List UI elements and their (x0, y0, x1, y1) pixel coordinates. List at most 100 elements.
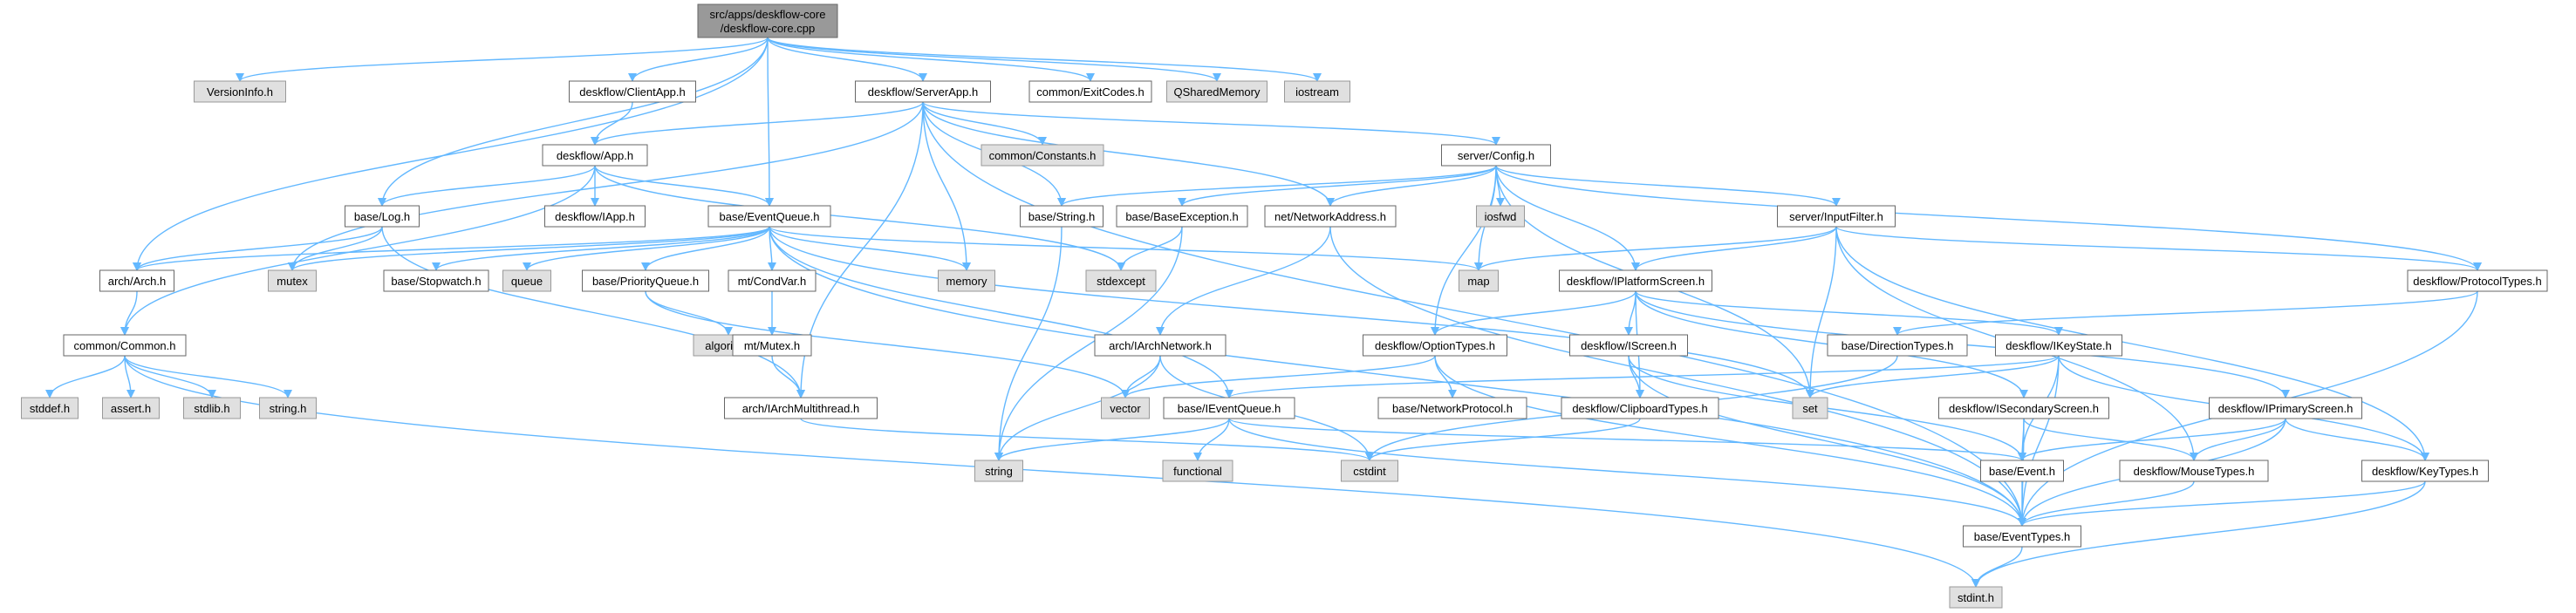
node-ikeystate-box (1995, 334, 2122, 357)
node-iosfwd[interactable]: iosfwd (1476, 205, 1525, 228)
node-functional[interactable]: functional (1162, 460, 1233, 482)
node-versioninfo[interactable]: VersionInfo.h (194, 80, 286, 103)
node-root[interactable]: src/apps/deskflow-core/deskflow-core.cpp (697, 3, 838, 38)
node-mtmutex-label: mt/Mutex.h (744, 339, 800, 352)
node-mutex[interactable]: mutex (268, 269, 317, 292)
node-string-label: string (985, 465, 1013, 478)
node-isecondaryscreen[interactable]: deskflow/ISecondaryScreen.h (1938, 397, 2109, 419)
edge-config-to-baseexception (1178, 165, 1497, 207)
edge-optiontypes-to-vector (1121, 355, 1436, 398)
node-string_h[interactable]: base/String.h (1020, 205, 1104, 228)
node-set[interactable]: set (1792, 397, 1828, 419)
node-ikeystate[interactable]: deskflow/IKeyState.h (1995, 334, 2122, 357)
node-stopwatch-box (383, 269, 489, 292)
node-ieventqueue[interactable]: base/IEventQueue.h (1163, 397, 1295, 419)
node-iapp[interactable]: deskflow/IApp.h (544, 205, 646, 228)
node-iostream[interactable]: iostream (1284, 80, 1350, 103)
node-priorityqueue-label: base/PriorityQueue.h (592, 275, 699, 288)
edge-config-to-inputfilter (1495, 165, 1841, 207)
node-iosfwd-label: iosfwd (1485, 210, 1517, 223)
node-networkaddress-box (1264, 205, 1397, 228)
node-iprimaryscreen-box (2209, 397, 2362, 419)
node-iscreen[interactable]: deskflow/IScreen.h (1569, 334, 1688, 357)
node-common[interactable]: common/Common.h (63, 334, 187, 357)
node-qsharedmemory[interactable]: QSharedMemory (1166, 80, 1268, 103)
node-vector[interactable]: vector (1101, 397, 1150, 419)
node-stringh-label: string.h (270, 402, 307, 415)
node-app[interactable]: deskflow/App.h (542, 144, 648, 167)
node-event-box (1980, 460, 2064, 482)
edge-mtmutex-to-iarchmultithread (771, 355, 805, 398)
node-assert[interactable]: assert.h (102, 397, 160, 419)
node-stdlib[interactable]: stdlib.h (183, 397, 241, 419)
edge-common-to-stdlib (124, 355, 216, 398)
node-serverapp[interactable]: deskflow/ServerApp.h (855, 80, 991, 103)
edge-iarchmultithread-to-cstdint (800, 418, 1374, 461)
node-networkaddress[interactable]: net/NetworkAddress.h (1264, 205, 1397, 228)
node-config[interactable]: server/Config.h (1441, 144, 1551, 167)
node-networkprotocol[interactable]: base/NetworkProtocol.h (1377, 397, 1527, 419)
node-directiontypes[interactable]: base/DirectionTypes.h (1827, 334, 1968, 357)
node-constants[interactable]: common/Constants.h (981, 144, 1104, 167)
node-iostream-box (1284, 80, 1350, 103)
node-priorityqueue[interactable]: base/PriorityQueue.h (582, 269, 709, 292)
node-stdlib-label: stdlib.h (194, 402, 229, 415)
node-map[interactable]: map (1459, 269, 1499, 292)
node-stopwatch[interactable]: base/Stopwatch.h (383, 269, 489, 292)
node-log[interactable]: base/Log.h (345, 205, 420, 228)
node-log-label: base/Log.h (354, 210, 410, 223)
edge-serverapp-to-memory (922, 101, 971, 271)
node-iplatformscreen[interactable]: deskflow/IPlatformScreen.h (1559, 269, 1712, 292)
node-root-box (697, 3, 838, 38)
node-eventtypes[interactable]: base/EventTypes.h (1963, 525, 2081, 548)
node-iprimaryscreen[interactable]: deskflow/IPrimaryScreen.h (2209, 397, 2362, 419)
node-optiontypes-box (1363, 334, 1507, 357)
node-exitcodes[interactable]: common/ExitCodes.h (1028, 80, 1152, 103)
node-stringh[interactable]: string.h (259, 397, 317, 419)
node-iprimaryscreen-label: deskflow/IPrimaryScreen.h (2218, 402, 2354, 415)
node-inputfilter[interactable]: server/InputFilter.h (1777, 205, 1896, 228)
node-cstdint[interactable]: cstdint (1341, 460, 1398, 482)
node-clientapp[interactable]: deskflow/ClientApp.h (569, 80, 696, 103)
edge-iarchnetwork-to-vector (1121, 355, 1161, 398)
node-assert-label: assert.h (111, 402, 151, 415)
node-optiontypes[interactable]: deskflow/OptionTypes.h (1363, 334, 1507, 357)
node-stdexcept[interactable]: stdexcept (1085, 269, 1157, 292)
node-iarchmultithread[interactable]: arch/IArchMultithread.h (724, 397, 878, 419)
node-iarchnetwork[interactable]: arch/IArchNetwork.h (1094, 334, 1227, 357)
edge-root-to-eventqueue (764, 37, 774, 207)
node-stddef[interactable]: stddef.h (21, 397, 79, 419)
node-mtmutex[interactable]: mt/Mutex.h (732, 334, 812, 357)
node-condvar[interactable]: mt/CondVar.h (728, 269, 817, 292)
node-keytypes[interactable]: deskflow/KeyTypes.h (2361, 460, 2489, 482)
edge-serverapp-to-mutex (288, 101, 924, 271)
node-clipboardtypes[interactable]: deskflow/ClipboardTypes.h (1561, 397, 1719, 419)
node-clientapp-label: deskflow/ClientApp.h (579, 85, 685, 99)
node-iarchnetwork-label: arch/IArchNetwork.h (1109, 339, 1212, 352)
node-baseexception[interactable]: base/BaseException.h (1116, 205, 1248, 228)
node-mousetypes[interactable]: deskflow/MouseTypes.h (2119, 460, 2269, 482)
edge-protocoltypes-to-directiontypes (1893, 290, 2478, 336)
node-event[interactable]: base/Event.h (1980, 460, 2064, 482)
edge-serverapp-to-iarchmultithread (796, 101, 924, 398)
node-condvar-label: mt/CondVar.h (738, 275, 807, 288)
node-networkprotocol-box (1377, 397, 1527, 419)
node-protocoltypes[interactable]: deskflow/ProtocolTypes.h (2407, 269, 2548, 292)
node-stdint[interactable]: stdint.h (1949, 586, 2003, 609)
edge-isecondaryscreen-to-mousetypes (2023, 418, 2198, 461)
node-arch-box (99, 269, 174, 292)
node-string[interactable]: string (974, 460, 1023, 482)
edge-root-to-versioninfo (236, 37, 769, 82)
node-iosfwd-box (1476, 205, 1525, 228)
node-string_h-box (1020, 205, 1104, 228)
node-memory[interactable]: memory (938, 269, 995, 292)
node-arch[interactable]: arch/Arch.h (99, 269, 174, 292)
node-constants-label: common/Constants.h (989, 149, 1097, 162)
edge-config-to-string_h (1057, 165, 1497, 207)
edge-optiontypes-to-networkprotocol (1434, 355, 1457, 398)
node-config-box (1441, 144, 1551, 167)
edge-serverapp-to-app (591, 101, 924, 146)
edge-log-to-arch (133, 226, 383, 271)
node-eventqueue[interactable]: base/EventQueue.h (707, 205, 831, 228)
node-queue[interactable]: queue (502, 269, 551, 292)
